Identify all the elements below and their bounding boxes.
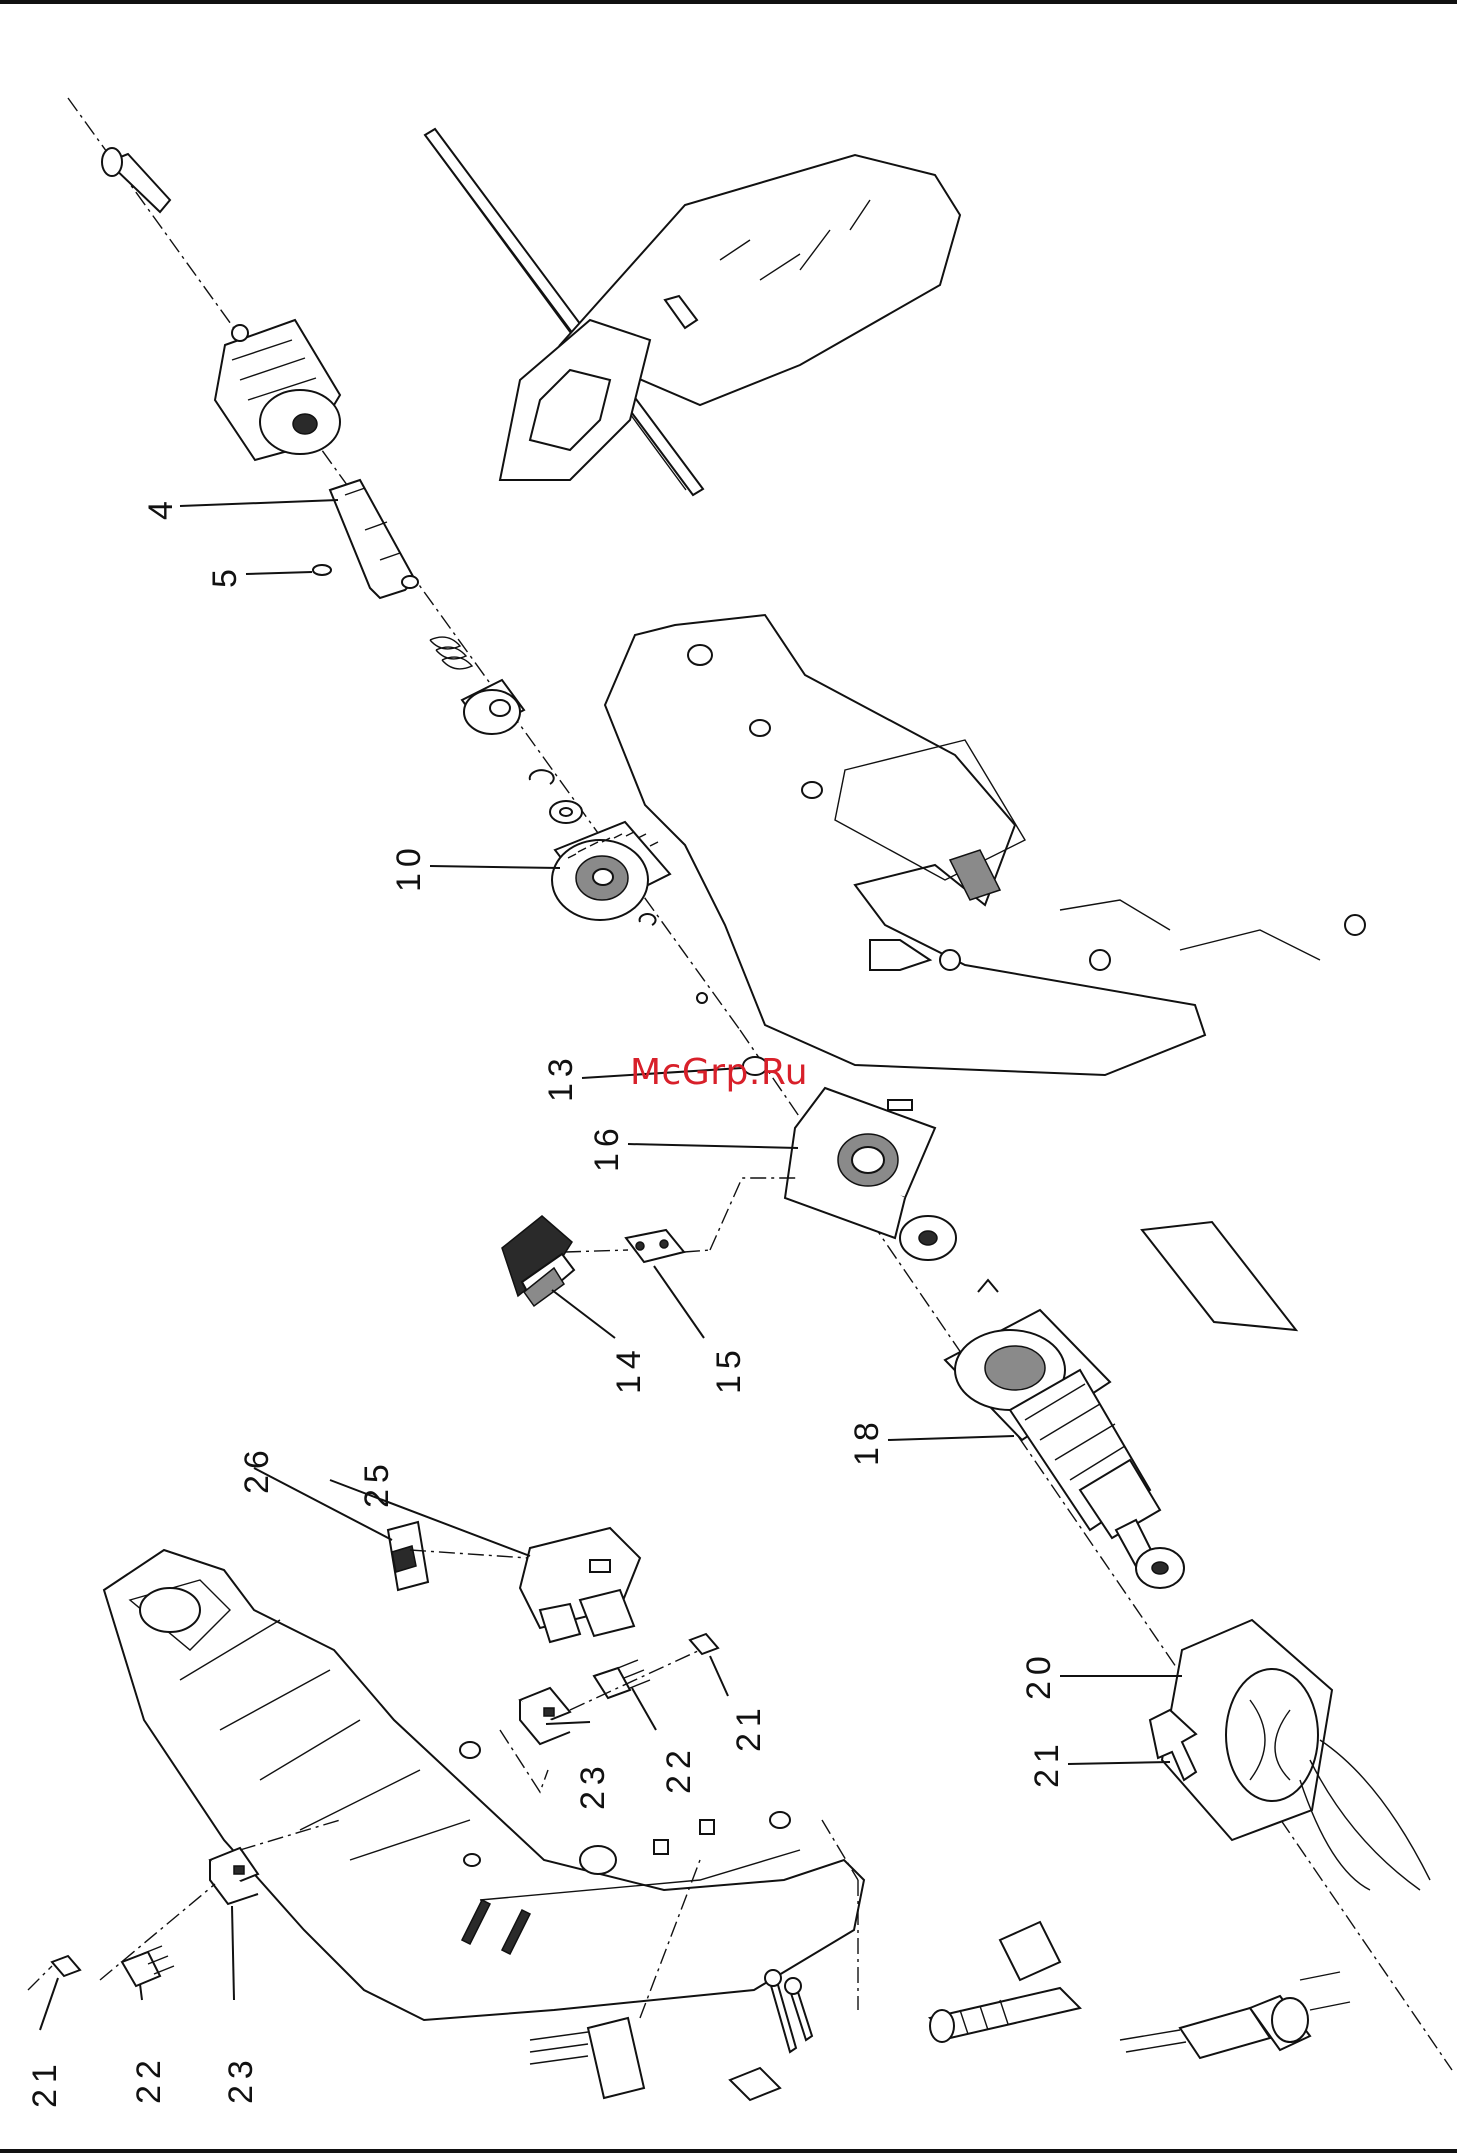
- dashed-link-21a: [28, 1966, 52, 1990]
- shift-plate: [626, 1230, 684, 1262]
- insulation-sheet: [1142, 1222, 1296, 1330]
- cord-guard: [930, 1922, 1080, 2042]
- spindle: [330, 480, 418, 598]
- leader-23a: [232, 1906, 234, 2000]
- callout-23b: 23: [574, 1760, 612, 1810]
- chuck-key: [102, 148, 170, 212]
- shift-knob: [502, 1216, 574, 1306]
- leader-14: [552, 1290, 615, 1338]
- gear: [552, 822, 670, 920]
- leader-16: [628, 1144, 798, 1148]
- ball: [697, 993, 707, 1003]
- stator: [1162, 1620, 1430, 1890]
- callout-15: 15: [710, 1344, 748, 1394]
- leader-21a: [40, 1978, 58, 2030]
- leader-21c: [1068, 1762, 1170, 1764]
- callout-16: 16: [588, 1122, 626, 1172]
- brush-cap-right: [690, 1634, 718, 1654]
- callout-22b: 22: [660, 1744, 698, 1794]
- dashed-link-22a: [100, 1884, 215, 1980]
- leader-10: [430, 866, 560, 868]
- bearing-mid: [900, 1216, 956, 1260]
- bottom-rule: [0, 2149, 1457, 2153]
- leader-5: [246, 572, 312, 574]
- leader-18: [888, 1436, 1014, 1440]
- callout-21b: 21: [730, 1702, 768, 1752]
- leader-4: [180, 500, 338, 506]
- callout-13: 13: [542, 1052, 580, 1102]
- spring: [430, 637, 472, 669]
- switch-lock-button: [388, 1522, 428, 1590]
- dashed-link-25-26: [410, 1550, 528, 1558]
- key-washer: [313, 565, 331, 575]
- carbon-brush-left: [122, 1946, 174, 1986]
- brush-cap-left: [52, 1956, 80, 1976]
- callout-25: 25: [358, 1458, 396, 1508]
- dashed-link-15-16: [684, 1250, 710, 1252]
- carbon-brush-right: [594, 1660, 650, 1698]
- callout-20: 20: [1020, 1650, 1058, 1700]
- callout-23a: 23: [222, 2054, 260, 2104]
- gearbox-plate: [785, 1088, 935, 1238]
- watermark: McGrp.Ru: [630, 1052, 808, 1093]
- dashed-link-22b: [570, 1650, 700, 1710]
- side-handle: [425, 129, 960, 495]
- callout-26: 26: [238, 1444, 276, 1494]
- callout-5: 5: [206, 563, 244, 588]
- callout-21c: 21: [1028, 1738, 1066, 1788]
- power-plug: [1120, 1972, 1350, 2058]
- gear-housing: [605, 615, 1365, 1075]
- circlip-small: [640, 914, 656, 925]
- callout-18: 18: [848, 1416, 886, 1466]
- armature: [945, 1280, 1160, 1570]
- callout-14: 14: [610, 1344, 648, 1394]
- washer: [550, 801, 582, 823]
- bearing-upper: [462, 680, 524, 734]
- bearing-lower: [1136, 1548, 1184, 1588]
- dashed-link-14-15: [565, 1250, 628, 1252]
- callout-10: 10: [390, 842, 428, 892]
- brush-holder-right: [520, 1688, 570, 1744]
- leader-22b: [632, 1688, 656, 1730]
- leader-22a: [140, 1984, 142, 2000]
- callout-21a: 21: [26, 2058, 64, 2108]
- drill-chuck: [215, 320, 340, 460]
- leader-21b: [710, 1656, 728, 1696]
- callout-22a: 22: [130, 2054, 168, 2104]
- circlip: [530, 770, 554, 784]
- leader-15: [654, 1266, 704, 1338]
- handle-half-housing: [104, 1550, 864, 2020]
- switch: [520, 1528, 640, 1642]
- callout-4: 4: [142, 495, 180, 520]
- capacitor: [530, 2018, 644, 2098]
